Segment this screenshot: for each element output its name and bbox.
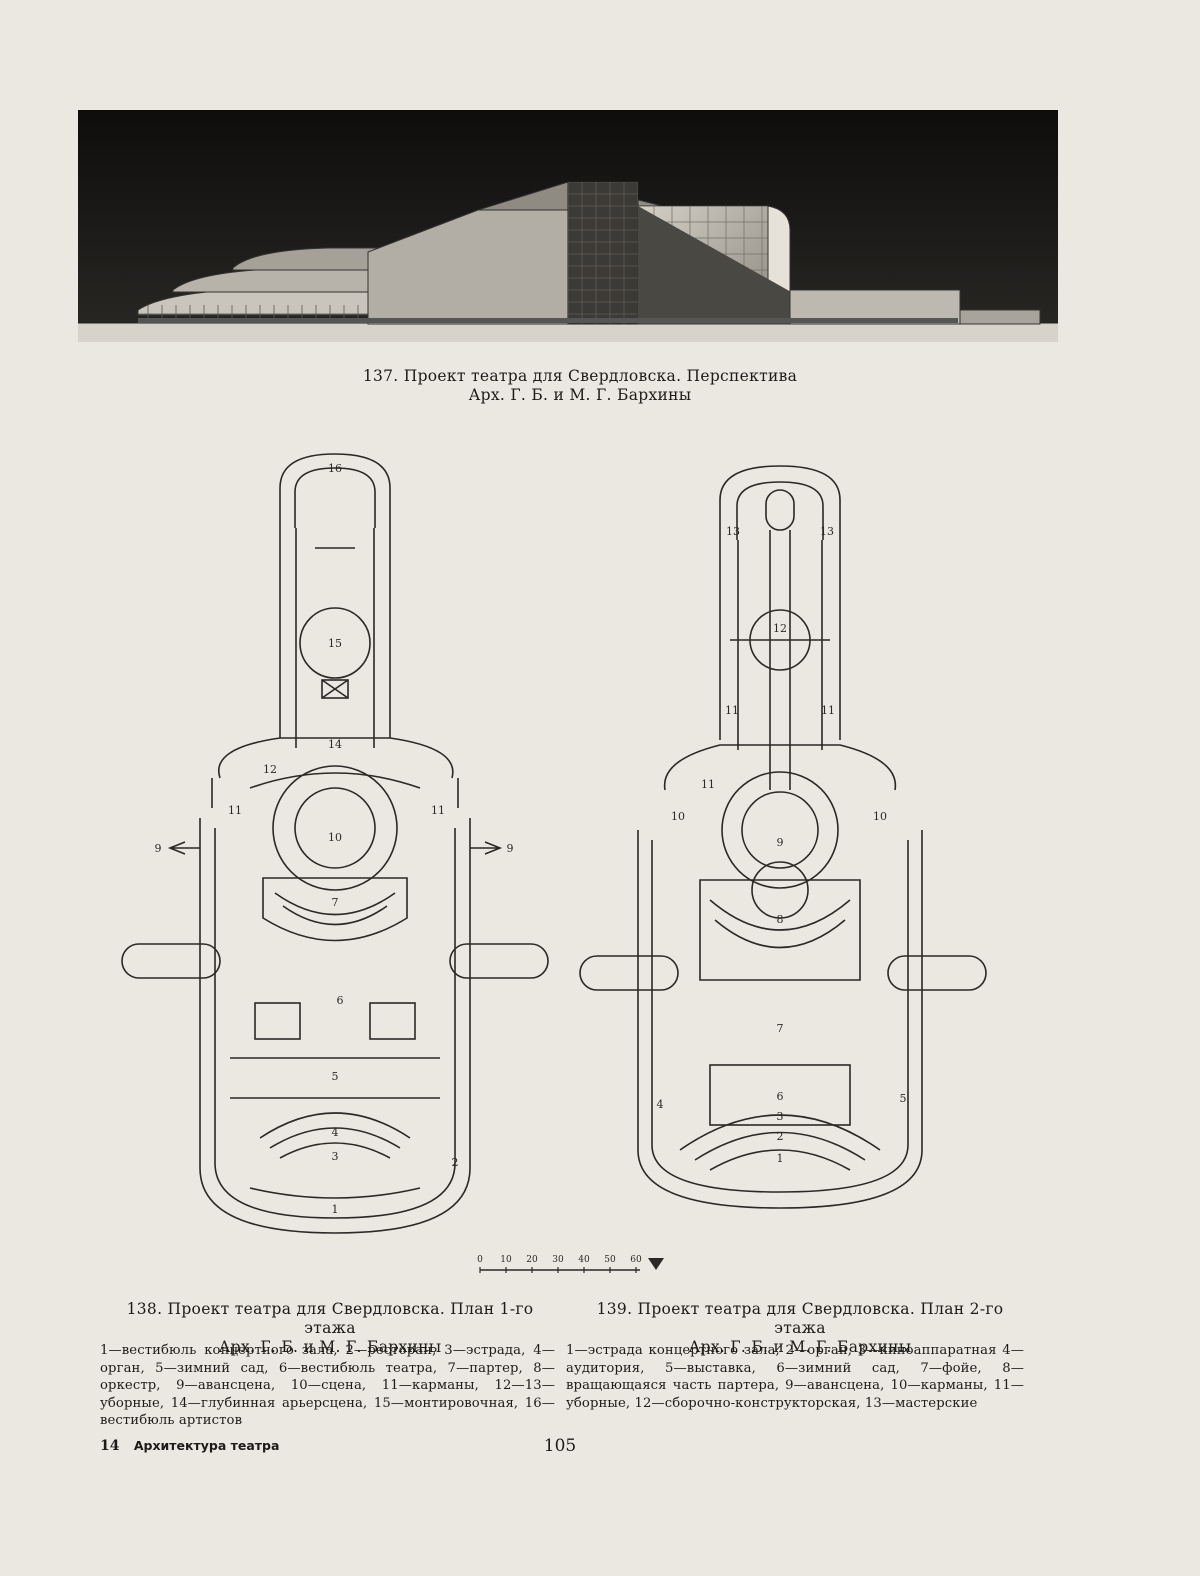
scale-tick-60: 60 — [630, 1255, 642, 1265]
figure-139-legend: 1—эстрада концертного зала, 2—орган, 3—к… — [566, 1343, 1024, 1411]
figure-138-caption: 138. Проект театра для Свердловска. План… — [100, 1300, 560, 1357]
scale-tick-20: 20 — [526, 1255, 538, 1265]
plan1-label-4: 4 — [332, 1126, 339, 1139]
plan1-label-15: 15 — [328, 637, 342, 650]
figure-137-title: 137. Проект театра для Свердловска. Перс… — [362, 367, 798, 385]
plan1-label-3: 3 — [332, 1150, 339, 1163]
plan2-label-7: 7 — [777, 1022, 784, 1035]
plan2-label-8: 8 — [777, 913, 784, 926]
plan1-label-16: 16 — [328, 462, 342, 475]
figure-138-legend: 1—вестибюль концертного зала, 2—ресторан… — [100, 1343, 555, 1428]
plan2-label-11-left: 11 — [725, 704, 739, 717]
plan2-label-5: 5 — [900, 1092, 907, 1105]
plan2-label-10-right: 10 — [873, 810, 887, 823]
plan1-label-9-left: 9 — [155, 842, 162, 855]
plan2-label-9: 9 — [777, 836, 784, 849]
plan1-label-14: 14 — [328, 738, 342, 751]
plan1-label-1: 1 — [332, 1203, 339, 1216]
perspective-drawing — [78, 110, 1058, 342]
floor-plan-2: 13 13 12 11 11 11 10 10 9 8 7 6 5 4 3 2 … — [570, 460, 1030, 1210]
figure-139-authors: Арх. Г. Б. и М. Г. Бархины — [688, 1338, 912, 1356]
plan2-label-1: 1 — [777, 1152, 784, 1165]
plan2-label-3: 3 — [777, 1110, 784, 1123]
plan1-label-10: 10 — [328, 831, 342, 844]
plan1-label-11-right: 11 — [431, 804, 445, 817]
page-number: 105 — [543, 1436, 577, 1456]
plan1-label-5: 5 — [332, 1070, 339, 1083]
figure-138-title: 138. Проект театра для Свердловска. План… — [126, 1300, 534, 1337]
book-title: Архитектура театра — [133, 1438, 280, 1453]
plan1-label-9-right: 9 — [507, 842, 514, 855]
scale-tick-40: 40 — [578, 1255, 590, 1265]
page-footer-signature: 14 Архитектура театра — [100, 1438, 279, 1454]
plan1-label-6: 6 — [337, 994, 344, 1007]
plan1-label-12: 12 — [263, 763, 277, 776]
floor-plan-1: 16 15 14 12 11 11 10 9 9 7 6 5 4 3 2 1 — [100, 448, 570, 1238]
figure-138-authors: Арх. Г. Б. и М. Г. Бархины — [218, 1338, 442, 1356]
plan2-label-11-lower: 11 — [701, 778, 715, 791]
plan2-label-12: 12 — [773, 622, 787, 635]
floor-plan-2-drawing: 13 13 12 11 11 11 10 10 9 8 7 6 5 4 3 2 … — [579, 465, 987, 1209]
figure-139-title: 139. Проект театра для Свердловска. План… — [596, 1300, 1004, 1337]
scale-tick-30: 30 — [552, 1255, 564, 1265]
plan2-label-13-right: 13 — [820, 525, 834, 538]
north-arrow-icon — [648, 1258, 664, 1270]
perspective-illustration — [78, 110, 1058, 342]
sheet-number: 14 — [100, 1438, 120, 1454]
plan1-label-11-left: 11 — [228, 804, 242, 817]
figure-137-caption: 137. Проект театра для Свердловска. Перс… — [300, 367, 860, 405]
plan2-label-10-left: 10 — [671, 810, 685, 823]
plan1-label-2: 2 — [452, 1156, 459, 1169]
scale-tick-50: 50 — [604, 1255, 616, 1265]
scale-tick-0: 0 — [477, 1255, 483, 1265]
floor-plan-1-drawing: 16 15 14 12 11 11 10 9 9 7 6 5 4 3 2 1 — [121, 453, 549, 1234]
plan2-label-2: 2 — [777, 1130, 784, 1143]
plan2-label-6: 6 — [777, 1090, 784, 1103]
figure-139-caption: 139. Проект театра для Свердловска. План… — [570, 1300, 1030, 1357]
figure-137-authors: Арх. Г. Б. и М. Г. Бархины — [468, 386, 692, 404]
scale-bar: 0 10 20 30 40 50 60 — [470, 1250, 690, 1280]
scale-tick-10: 10 — [500, 1255, 512, 1265]
plan1-label-7: 7 — [332, 896, 339, 909]
plan2-label-13-left: 13 — [726, 525, 740, 538]
plan2-label-11-right: 11 — [821, 704, 835, 717]
plan2-label-4: 4 — [657, 1098, 664, 1111]
